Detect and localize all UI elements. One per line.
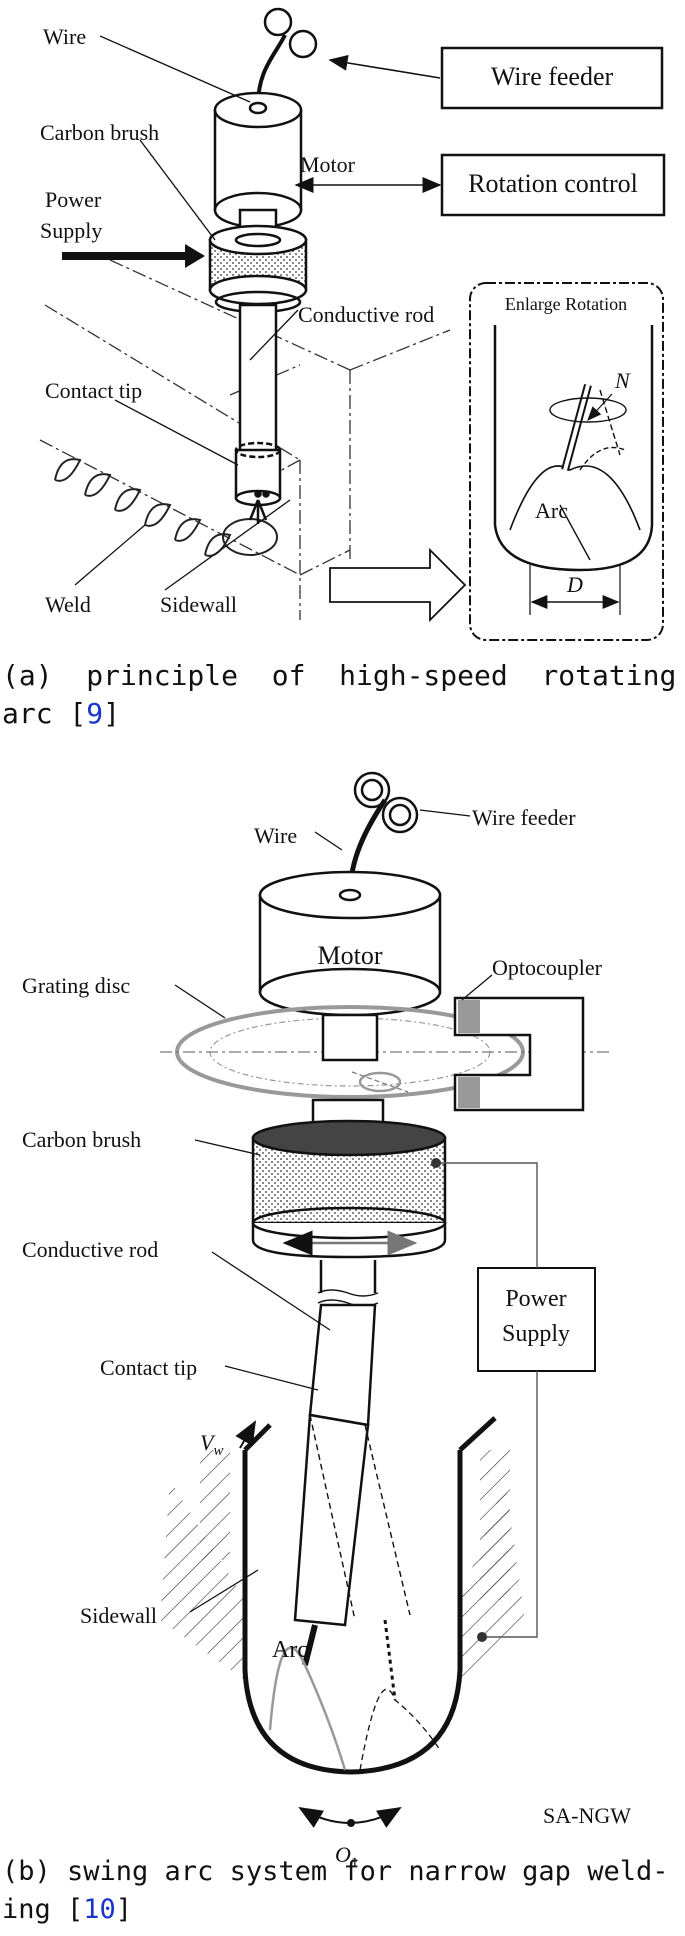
label-wire-b: Wire <box>254 823 297 848</box>
label-sa-ngw: SA-NGW <box>543 1803 631 1828</box>
figure-b: Wire Wire feeder Motor Optocoupler Grati… <box>22 771 631 1871</box>
label-power-a: Power <box>45 187 102 212</box>
caption-b-line2: ing [10] <box>2 1894 132 1925</box>
label-contact-tip-b: Contact tip <box>100 1355 197 1380</box>
brush-terminal <box>431 1158 441 1168</box>
label-supply-b: Supply <box>502 1321 570 1347</box>
leader-lines-b <box>174 809 493 1613</box>
label-enlarge-rotation: Enlarge Rotation <box>505 294 627 314</box>
label-conductive-rod-a: Conductive rod <box>298 302 434 327</box>
conductive-rod-a <box>234 303 282 524</box>
figure-a: Wire feeder Rotation control <box>2 7 676 730</box>
label-weld: Weld <box>45 592 91 617</box>
leader-lines-a <box>74 35 299 591</box>
optocoupler <box>453 996 585 1112</box>
motor-b <box>258 870 442 1017</box>
shaft-upper <box>321 1013 379 1062</box>
label-sidewall-b: Sidewall <box>80 1603 157 1628</box>
label-motor-b: Motor <box>318 941 383 970</box>
carbon-brush-a <box>208 224 308 314</box>
label-contact-tip-a: Contact tip <box>45 378 142 403</box>
label-wire-a: Wire <box>43 24 86 49</box>
power-supply-arrow <box>62 244 205 268</box>
groove-sidewall <box>160 1416 525 1828</box>
label-n: N <box>614 368 631 393</box>
label-rotation-control: Rotation control <box>468 169 638 198</box>
sidewall-terminal <box>477 1632 487 1642</box>
label-sidewall-a: Sidewall <box>160 592 237 617</box>
power-supply-box <box>477 1267 596 1372</box>
motor-a <box>213 91 303 237</box>
wire-electrode-b <box>302 1624 318 1666</box>
label-d: D <box>566 572 583 597</box>
caption-a-line1: (a) principle of high-speed rotating <box>2 659 676 692</box>
grating-disc <box>160 1005 612 1099</box>
label-wire-feeder-b: Wire feeder <box>472 805 576 830</box>
label-wire-feeder-a: Wire feeder <box>491 62 614 91</box>
label-power-b: Power <box>505 1286 566 1312</box>
power-supply-wiring <box>436 1162 538 1638</box>
label-arc-a: Arc <box>535 498 568 523</box>
label-conductive-rod-b: Conductive rod <box>22 1237 158 1262</box>
label-motor-a: Motor <box>300 152 356 177</box>
label-arc-b: Arc <box>272 1637 308 1663</box>
label-vw: Vw <box>200 1430 223 1459</box>
rotation-control-box <box>440 153 666 217</box>
label-carbon-brush-a: Carbon brush <box>40 120 159 145</box>
caption-b-line1: (b) swing arc system for narrow gap weld… <box>2 1856 668 1887</box>
carbon-brush-b <box>251 1119 447 1259</box>
conductive-rod-b <box>293 1260 411 1701</box>
label-o1: O1 <box>335 1842 358 1871</box>
caption-a-line2: arc [9] <box>2 697 120 730</box>
enlarge-rotation-panel <box>469 282 664 641</box>
enlarge-arrow <box>329 547 467 623</box>
label-optocoupler: Optocoupler <box>492 955 603 980</box>
label-grating-disc: Grating disc <box>22 973 130 998</box>
label-carbon-brush-b: Carbon brush <box>22 1127 141 1152</box>
wire-feeder-arrow <box>328 54 441 79</box>
label-supply-a: Supply <box>40 218 102 243</box>
citation-link-10[interactable]: 10 <box>83 1894 116 1925</box>
wire-spool <box>256 7 318 106</box>
citation-link-9[interactable]: 9 <box>86 697 103 730</box>
wire-feeder-box <box>440 46 664 110</box>
